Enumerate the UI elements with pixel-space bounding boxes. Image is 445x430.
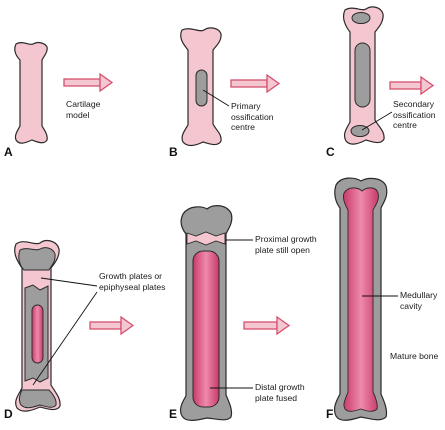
arrow-d-to-e bbox=[89, 315, 135, 336]
secondary-ossification-leader bbox=[361, 111, 393, 131]
panel-letter-a: A bbox=[4, 145, 13, 159]
arrow-c-to-d bbox=[389, 75, 435, 96]
primary-ossification-leader bbox=[202, 89, 230, 107]
panel-letter-d: D bbox=[4, 407, 13, 421]
panel-letter-e: E bbox=[169, 407, 178, 421]
growth-plate-leaders bbox=[32, 277, 98, 386]
panel-letter-b: B bbox=[169, 145, 178, 159]
secondary-ossification-label: Secondary ossification centre bbox=[393, 99, 436, 130]
panel-f-bone bbox=[333, 177, 388, 421]
distal-growth-plate-label: Distal growth plate fused bbox=[255, 382, 305, 403]
panel-d-bone bbox=[14, 239, 61, 412]
medullary-cavity-label: Medullary cavity bbox=[400, 290, 438, 311]
panel-letter-f: F bbox=[326, 407, 334, 421]
panel-b-bone bbox=[180, 27, 222, 147]
panel-letter-c: C bbox=[326, 145, 335, 159]
mature-bone-label: Mature bone bbox=[390, 351, 439, 361]
arrow-e-to-f bbox=[243, 315, 291, 336]
proximal-growth-plate-label: Proximal growth plate still open bbox=[255, 234, 317, 255]
panel-c-bone bbox=[342, 6, 385, 145]
arrow-a-to-b bbox=[63, 72, 114, 93]
growth-plates-label: Growth plates or epiphyseal plates bbox=[99, 271, 166, 292]
primary-ossification-label: Primary ossification centre bbox=[231, 101, 274, 132]
cartilage-model-label: Cartilage model bbox=[66, 99, 101, 120]
panel-a-bone bbox=[14, 41, 48, 144]
arrow-b-to-c bbox=[230, 73, 281, 94]
panel-e-bone bbox=[179, 205, 233, 421]
